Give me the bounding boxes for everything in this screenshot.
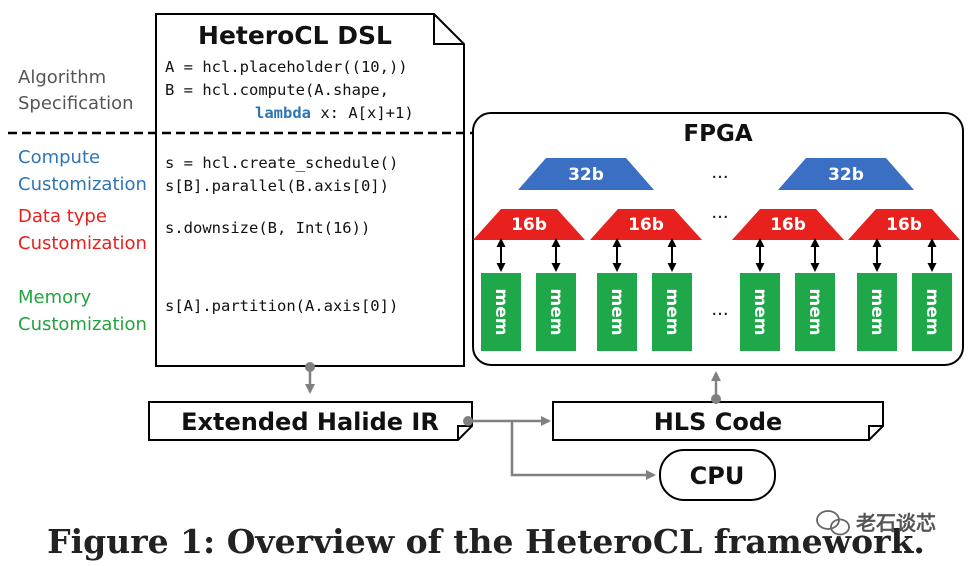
mem-label-7: mem (867, 289, 887, 336)
chip-32b-2 (778, 158, 914, 190)
chip-16b-label-2: 16b (628, 215, 664, 235)
label-algorithm-1: Algorithm (18, 67, 106, 88)
ellipsis-2: ... (711, 202, 728, 223)
label-compute-1: Compute (18, 147, 100, 168)
wechat-icon (816, 510, 850, 536)
code-line-1: A = hcl.placeholder((10,)) (165, 58, 408, 76)
label-datatype-1: Data type (18, 206, 107, 227)
mem-label-5: mem (750, 289, 770, 336)
mem-label-4: mem (662, 289, 682, 336)
mem-block-3 (597, 273, 637, 351)
ir-document: Extended Halide IR (148, 401, 473, 441)
label-datatype-2: Customization (18, 233, 147, 254)
hls-document: HLS Code (552, 401, 884, 441)
chip-32b-label-1: 32b (568, 165, 604, 185)
watermark-text: 老石谈芯 (856, 511, 936, 535)
arrow-ir-to-cpu (510, 421, 656, 480)
chip-16b-4 (848, 209, 960, 240)
chip-16b-2 (590, 209, 702, 240)
mem-block-7 (857, 273, 897, 351)
side-labels: Algorithm Specification Compute Customiz… (18, 67, 147, 335)
label-algorithm-2: Specification (18, 93, 134, 114)
chip-16b-label-3: 16b (770, 215, 806, 235)
mem-label-3: mem (607, 289, 627, 336)
fpga-components: 32b 32b 16b 16b 16b 16b mem mem mem mem mem mem mem m… (473, 158, 960, 351)
fpga-title: FPGA (683, 121, 752, 147)
arrow-dsl-dot (305, 362, 315, 372)
code-line-3-rest: x: A[x]+1) (311, 104, 414, 122)
mem-label-1: mem (491, 289, 511, 336)
watermark: 老石谈芯 (816, 510, 936, 536)
cpu-label: CPU (690, 462, 745, 490)
mem-block-8 (912, 273, 952, 351)
ellipsis-3: ... (711, 299, 728, 320)
dsl-title: HeteroCL DSL (198, 21, 392, 50)
mem-block-5 (740, 273, 780, 351)
label-memory-1: Memory (18, 287, 92, 308)
label-memory-2: Customization (18, 314, 147, 335)
chip-32b-1 (518, 158, 654, 190)
code-line-3: lambda x: A[x]+1) (255, 104, 414, 122)
mem-block-1 (481, 273, 521, 351)
chip-16b-label-1: 16b (511, 215, 547, 235)
ir-label: Extended Halide IR (181, 408, 439, 436)
ellipsis-1: ... (711, 162, 728, 183)
mem-label-8: mem (922, 289, 942, 336)
code-line-4: s = hcl.create_schedule() (165, 154, 398, 172)
fpga-box: FPGA 32b 32b 16b 16b 16b 16b mem mem mem mem mem me… (472, 112, 964, 366)
mem-block-6 (795, 273, 835, 351)
code-line-2: B = hcl.compute(A.shape, (165, 81, 389, 99)
chip-32b-label-2: 32b (828, 165, 864, 185)
mem-label-6: mem (805, 289, 825, 336)
code-line-5: s[B].parallel(B.axis[0]) (165, 177, 389, 195)
chip-16b-label-4: 16b (886, 215, 922, 235)
mem-block-2 (536, 273, 576, 351)
hls-label: HLS Code (654, 408, 783, 436)
figure-caption: Figure 1: Overview of the HeteroCL frame… (47, 522, 925, 561)
label-compute-2: Customization (18, 174, 147, 195)
code-keyword-lambda: lambda (255, 104, 311, 122)
code-line-6: s.downsize(B, Int(16)) (165, 219, 370, 237)
cpu-box: CPU (659, 449, 776, 501)
mem-label-2: mem (546, 289, 566, 336)
code-line-7: s[A].partition(A.axis[0]) (165, 297, 398, 315)
chip-16b-3 (732, 209, 844, 240)
chip-16b-1 (473, 209, 585, 240)
mem-block-4 (652, 273, 692, 351)
dsl-document: HeteroCL DSL A = hcl.placeholder((10,)) … (155, 13, 465, 367)
